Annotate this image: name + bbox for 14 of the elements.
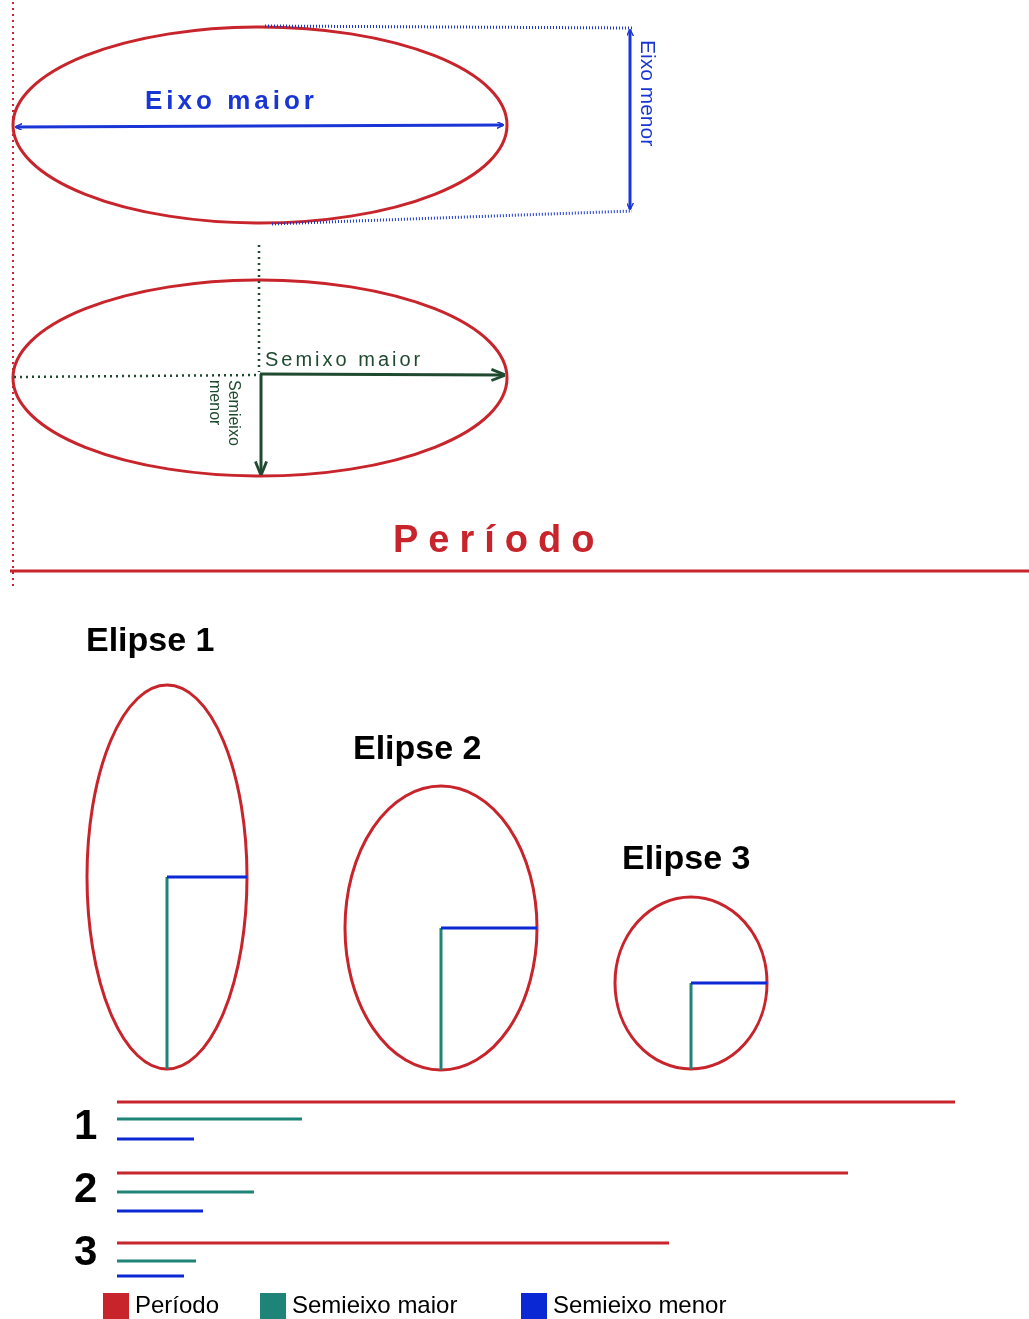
- row-number: 3: [74, 1230, 98, 1272]
- legend-label: Semieixo menor: [553, 1293, 727, 1317]
- legend-label: Período: [135, 1293, 220, 1317]
- period-label: Período: [393, 520, 605, 558]
- ellipse-title: Elipse 1: [86, 622, 215, 656]
- axis-label: Eixo menor: [638, 40, 659, 147]
- ellipse-title: Elipse 3: [622, 840, 751, 874]
- row-number: 1: [74, 1104, 98, 1146]
- row-number: 2: [74, 1167, 98, 1209]
- legend-label: Semieixo maior: [292, 1293, 458, 1317]
- axis-label: Semixo maior: [265, 349, 424, 369]
- axis-label: Semieixo menor: [206, 380, 245, 448]
- axis-label: Eixo maior: [145, 87, 318, 113]
- ellipse-title: Elipse 2: [353, 730, 482, 764]
